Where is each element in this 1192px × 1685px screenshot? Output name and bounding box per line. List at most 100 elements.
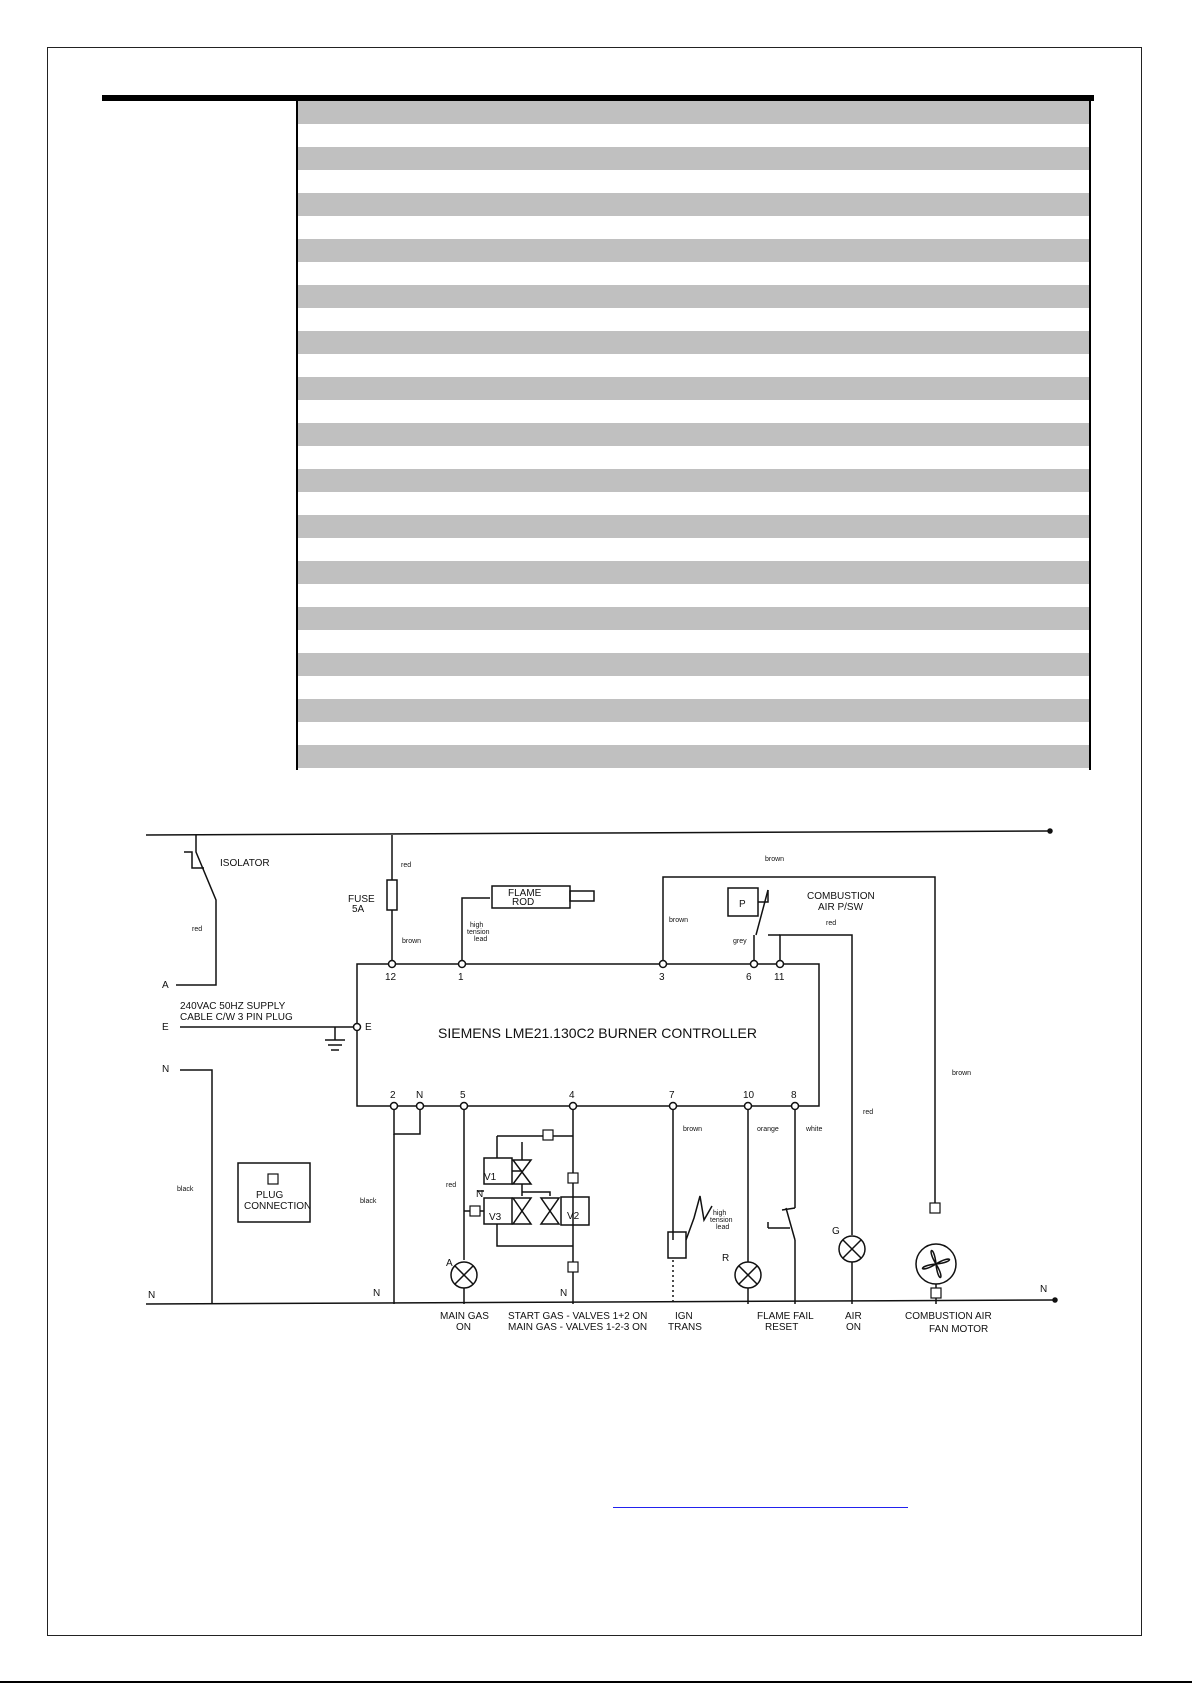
earth-connector-icon xyxy=(930,1287,942,1299)
terminal-8-label: 8 xyxy=(791,1090,797,1101)
wire-orange-label: orange xyxy=(757,1126,779,1133)
ign-ht-lead-label: high xyxy=(713,1210,726,1217)
terminal-1 xyxy=(457,959,467,969)
wire-white-label: white xyxy=(805,1126,822,1133)
terminal-2-label: 2 xyxy=(390,1090,396,1101)
bottom-edge-line xyxy=(0,1681,1192,1683)
wire-brown-label: brown xyxy=(669,917,688,924)
earth-ground-icon xyxy=(325,1027,345,1051)
plug-connection-label: PLUG xyxy=(256,1190,283,1201)
valve-v3-label: V3 xyxy=(489,1212,502,1223)
table-stripe-row xyxy=(298,239,1089,262)
terminal-4-label: 4 xyxy=(569,1090,575,1101)
plug-connection-label-2: CONNECTION xyxy=(244,1201,311,1212)
table-stripe-row xyxy=(298,699,1089,722)
ign-caption: IGN xyxy=(675,1311,693,1322)
table-stripe-row xyxy=(298,331,1089,354)
terminal-11-label: 11 xyxy=(774,972,785,983)
neutral-bus-line xyxy=(145,1299,1056,1305)
table-stripe-row xyxy=(298,515,1089,538)
top-rule xyxy=(102,95,1094,101)
ignition-transformer-icon xyxy=(667,1231,687,1259)
valve-n-label: N xyxy=(476,1189,483,1200)
table-stripe-row xyxy=(298,561,1089,584)
table-stripe-row xyxy=(298,607,1089,630)
earth-connector-icon xyxy=(567,1172,579,1184)
main-gas-caption-2: ON xyxy=(456,1322,471,1333)
line-e-label: E xyxy=(162,1022,169,1033)
terminal-2 xyxy=(389,1101,399,1111)
plug-connection-box xyxy=(237,1162,311,1223)
valve-v1-icon xyxy=(511,1159,533,1185)
terminal-3-label: 3 xyxy=(659,972,665,983)
supply-label: 240VAC 50HZ SUPPLY xyxy=(180,1001,286,1012)
bus-end-dot xyxy=(1047,828,1053,834)
line-n-label: N xyxy=(162,1064,169,1075)
ign-ht-lead-label-2: tension xyxy=(710,1217,733,1224)
earth-connector-icon xyxy=(267,1173,279,1185)
table-stripe-row xyxy=(298,423,1089,446)
earth-connector-icon xyxy=(929,1202,941,1214)
lamp-a-label: A xyxy=(446,1258,453,1269)
air-on-caption-2: ON xyxy=(846,1322,861,1333)
wire-red-label: red xyxy=(401,862,411,869)
neutral-supply-line xyxy=(180,1069,213,1304)
table-stripe-row xyxy=(298,101,1089,124)
hyperlink-underline[interactable] xyxy=(613,1507,908,1508)
flame-fail-caption-2: RESET xyxy=(765,1322,798,1333)
terminal-n xyxy=(415,1101,425,1111)
controller-label: SIEMENS LME21.130C2 BURNER CONTROLLER xyxy=(438,1025,757,1041)
table-stripe-row xyxy=(298,285,1089,308)
terminal-1-label: 1 xyxy=(458,972,464,983)
valves-caption: START GAS - VALVES 1+2 ON xyxy=(508,1311,647,1322)
valve-v2-box xyxy=(560,1196,590,1226)
wire-brown-label: brown xyxy=(952,1070,971,1077)
fuse-icon xyxy=(386,879,398,911)
live-bus-line xyxy=(145,830,1051,836)
valve-v1-label: V1 xyxy=(484,1172,497,1183)
ht-lead-label: high xyxy=(470,922,483,929)
air-on-caption: AIR xyxy=(845,1311,862,1322)
terminal-5-label: 5 xyxy=(460,1090,466,1101)
line-a-label: A xyxy=(162,980,169,991)
ign-ht-lead-label-3: lead xyxy=(716,1224,729,1231)
wire-black-label: black xyxy=(177,1186,194,1193)
page-frame xyxy=(47,47,1142,1636)
main-gas-caption: MAIN GAS xyxy=(440,1311,489,1322)
terminal-8 xyxy=(790,1101,800,1111)
terminal-4 xyxy=(568,1101,578,1111)
terminal-7-label: 7 xyxy=(669,1090,675,1101)
isolator-switch-icon xyxy=(176,835,217,986)
pressure-switch-letter: P xyxy=(739,899,746,910)
fan-caption: COMBUSTION AIR xyxy=(905,1311,992,1322)
ign-caption-2: TRANS xyxy=(668,1322,702,1333)
ht-lead-label-3: lead xyxy=(474,936,487,943)
wire-red-label: red xyxy=(863,1109,873,1116)
terminal-10 xyxy=(743,1101,753,1111)
terminal-e xyxy=(352,1022,362,1032)
wire-brown-label: brown xyxy=(765,856,784,863)
table-stripe-row xyxy=(298,377,1089,400)
bus-end-dot xyxy=(1052,1297,1058,1303)
wire-red-label: red xyxy=(826,920,836,927)
earth-connector-icon xyxy=(542,1129,554,1141)
air-on-lamp-icon xyxy=(838,1235,866,1263)
terminal-3 xyxy=(658,959,668,969)
valves-caption-2: MAIN GAS - VALVES 1-2-3 ON xyxy=(508,1322,647,1333)
wire-brown-label: brown xyxy=(402,938,421,945)
combustion-air-psw-label: COMBUSTION xyxy=(807,891,875,902)
main-gas-lamp-icon xyxy=(450,1261,478,1289)
table-stripe-row xyxy=(298,653,1089,676)
flame-rod-label: FLAME xyxy=(508,888,542,899)
supply-cable-label: CABLE C/W 3 PIN PLUG xyxy=(180,1012,293,1023)
terminal-12-label: 12 xyxy=(385,972,397,983)
fan-caption-2: FAN MOTOR xyxy=(929,1324,988,1335)
terminal-5 xyxy=(459,1101,469,1111)
neutral-n-label: N xyxy=(560,1288,567,1299)
table-stripe-row xyxy=(298,147,1089,170)
wire-red-label: red xyxy=(192,926,202,933)
flame-rod-label-2: ROD xyxy=(512,897,534,908)
isolator-label: ISOLATOR xyxy=(220,858,270,869)
terminal-11 xyxy=(775,959,785,969)
